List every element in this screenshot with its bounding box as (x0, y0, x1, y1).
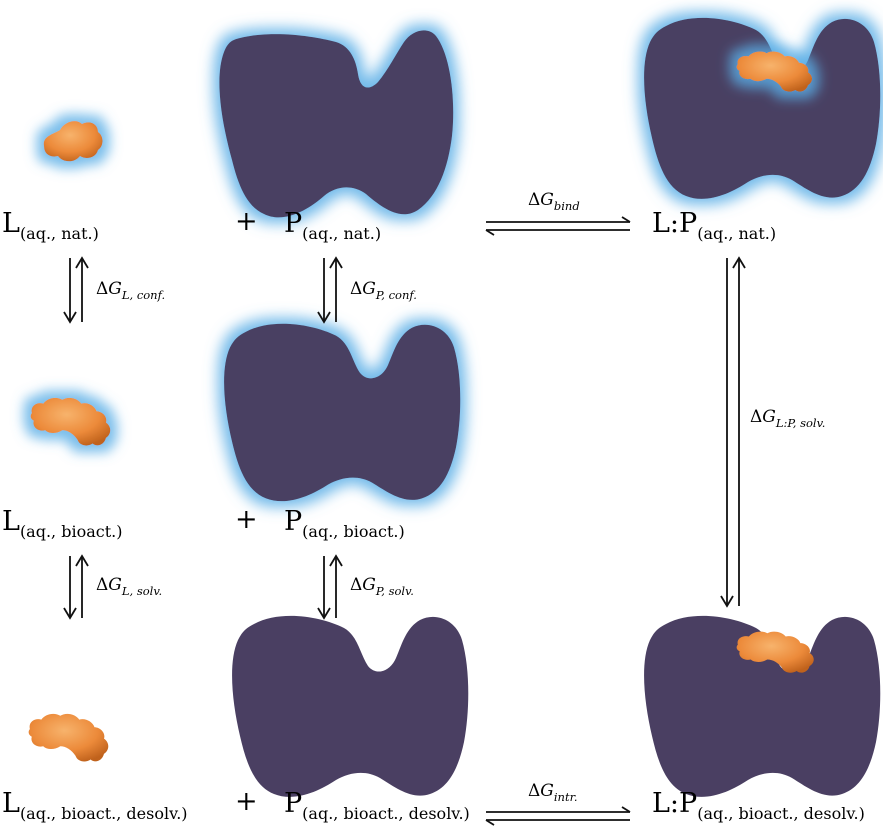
delta-g-ligand-solv-label: ΔGL, solv. (96, 575, 162, 598)
label-complex-native: L:P(aq., nat.) (652, 208, 776, 243)
arrow-bind (486, 217, 630, 235)
label-ligand-desolvated: L(aq., bioact., desolv.) (2, 788, 188, 823)
arrow-ligand-conformational (64, 258, 88, 322)
delta-g-protein-conf-label: ΔGP, conf. (350, 279, 417, 302)
protein-bioactive-solvated (224, 324, 460, 501)
label-ligand-bioactive: L(aq., bioact.) (2, 506, 122, 541)
label-protein-bioactive: P(aq., bioact.) (284, 506, 405, 541)
arrow-protein-solvation (318, 556, 342, 618)
delta-g-ligand-conf-label: ΔGL, conf. (96, 279, 165, 302)
plus-sign: + (235, 504, 258, 535)
plus-sign: + (235, 206, 258, 237)
arrow-complex-solvation (721, 258, 745, 606)
delta-g-bind-label: ΔGbind (528, 190, 580, 213)
label-protein-desolvated: P(aq., bioact., desolv.) (284, 788, 470, 823)
delta-g-complex-solv-label: ΔGL:P, solv. (750, 407, 825, 430)
ligand-native-solvated (44, 121, 103, 161)
label-protein-native: P(aq., nat.) (284, 208, 381, 243)
delta-g-protein-solv-label: ΔGP, solv. (350, 575, 414, 598)
arrow-intrinsic (486, 807, 630, 825)
arrow-ligand-solvation (64, 556, 88, 618)
plus-sign: + (235, 786, 258, 817)
protein-native-solvated (219, 30, 453, 217)
ligand-bioactive-solvated (31, 398, 111, 446)
ligand-bioactive-desolvated (29, 714, 109, 762)
arrow-protein-conformational (318, 258, 342, 322)
complex-native-solvated (644, 18, 880, 199)
delta-g-intr-label: ΔGintr. (528, 781, 577, 804)
protein-bioactive-desolvated (232, 616, 468, 797)
label-ligand-native: L(aq., nat.) (2, 208, 99, 243)
